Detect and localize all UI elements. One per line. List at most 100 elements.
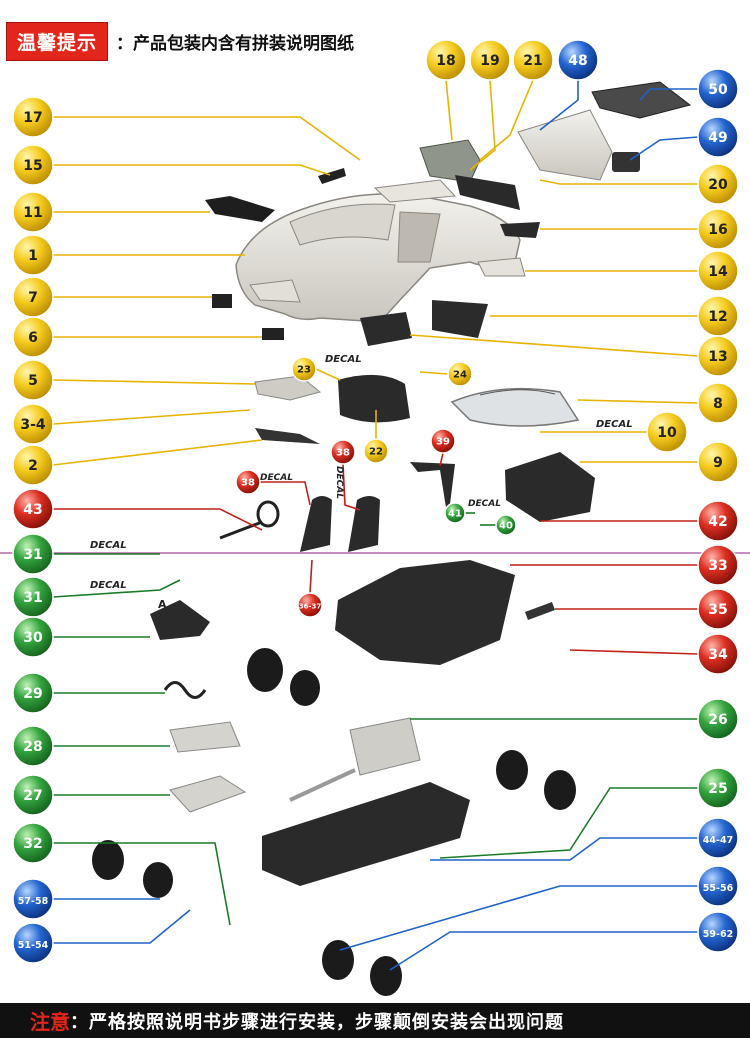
spring-29 bbox=[163, 681, 207, 699]
callout-ball-41: 41 bbox=[444, 502, 466, 524]
steering-43 bbox=[219, 500, 280, 540]
callout-ball-29: 29 bbox=[12, 672, 54, 714]
callout-number: 35 bbox=[708, 602, 727, 618]
callout-ball-shape bbox=[697, 441, 739, 483]
callout-ball-22: 22 bbox=[363, 438, 389, 464]
intake-12-13 bbox=[360, 300, 488, 346]
callout-ball-shape bbox=[697, 633, 739, 675]
callout-number: 39 bbox=[436, 437, 450, 448]
callout-ball-12: 12 bbox=[697, 295, 739, 337]
header-text: ：产品包装内含有拼装说明图纸 bbox=[116, 33, 355, 54]
callout-ball-shape bbox=[697, 500, 739, 542]
callout-leader-line bbox=[439, 787, 698, 859]
callout-number: 18 bbox=[436, 53, 455, 69]
headlight-7 bbox=[212, 294, 232, 308]
callout-ball-shape bbox=[697, 865, 739, 907]
wheels bbox=[92, 648, 576, 996]
seats bbox=[300, 496, 380, 552]
callout-leader-line bbox=[342, 463, 361, 511]
callout-number: 11 bbox=[23, 205, 42, 221]
front-lip-6 bbox=[262, 328, 284, 340]
callout-ball-33: 33 bbox=[697, 544, 739, 586]
decal-label: DECAL bbox=[260, 473, 293, 483]
callout-ball-shape bbox=[12, 774, 54, 816]
callout-number: 16 bbox=[708, 222, 727, 238]
decal-label: DECAL bbox=[325, 354, 362, 365]
mirror-11 bbox=[205, 196, 275, 222]
callout-ball-shape bbox=[495, 514, 517, 536]
callout-number: 10 bbox=[657, 425, 677, 441]
callout-leader-line bbox=[53, 508, 263, 531]
callout-ball-25: 25 bbox=[697, 767, 739, 809]
header-tag: 温馨提示 bbox=[6, 21, 109, 61]
callout-ball-shape bbox=[697, 250, 739, 292]
callout-number: 44-47 bbox=[703, 835, 733, 846]
callout-ball-11: 11 bbox=[12, 191, 54, 233]
roof-vent-part bbox=[419, 139, 481, 183]
callout-ball-shape bbox=[697, 767, 739, 809]
callout-ball-shape bbox=[697, 208, 739, 250]
callout-leader-line bbox=[53, 116, 361, 161]
callout-ball-9: 9 bbox=[697, 441, 739, 483]
callout-number: 48 bbox=[568, 53, 587, 69]
callout-number: 34 bbox=[708, 647, 728, 663]
callout-number: 12 bbox=[708, 309, 727, 325]
callout-ball-6: 6 bbox=[12, 316, 54, 358]
callout-ball-21: 21 bbox=[512, 39, 554, 81]
callout-leader-line bbox=[52, 379, 256, 385]
callout-ball-shape bbox=[697, 163, 739, 205]
callout-number: 13 bbox=[708, 349, 727, 365]
callout-ball-7: 7 bbox=[12, 276, 54, 318]
callout-number: 41 bbox=[448, 509, 462, 520]
callout-ball-shape bbox=[235, 469, 261, 495]
callout-ball-43: 43 bbox=[12, 488, 54, 530]
callout-number: 7 bbox=[28, 290, 38, 306]
callout-leaders bbox=[52, 79, 699, 971]
callout-ball-shape bbox=[12, 672, 54, 714]
callout-ball-2: 2 bbox=[12, 444, 54, 486]
callout-ball-shape bbox=[12, 316, 54, 358]
callout-ball-shape bbox=[12, 922, 54, 964]
callout-ball-26: 26 bbox=[697, 698, 739, 740]
callout-leader-line bbox=[53, 909, 191, 944]
callout-number: 49 bbox=[708, 130, 727, 146]
decal-label: DECAL bbox=[468, 499, 501, 509]
decal-label: DECAL bbox=[90, 540, 127, 551]
callout-number: 14 bbox=[708, 264, 728, 280]
callout-ball-shape bbox=[12, 533, 54, 575]
callout-ball-38: 38 bbox=[330, 439, 356, 465]
callout-leader-line bbox=[52, 409, 251, 425]
callout-number: 51-54 bbox=[18, 940, 49, 951]
callout-ball-38: 38 bbox=[235, 469, 261, 495]
callout-leader-line bbox=[315, 368, 341, 381]
callout-number: 38 bbox=[336, 448, 350, 459]
callout-ball-57-58: 57-58 bbox=[12, 878, 54, 920]
decal-label: DECAL bbox=[596, 419, 633, 430]
callout-ball-8: 8 bbox=[697, 382, 739, 424]
side-skirt-14 bbox=[477, 257, 526, 277]
callout-number: 1 bbox=[28, 248, 38, 264]
callout-leader-line bbox=[439, 452, 444, 467]
callout-ball-shape bbox=[12, 96, 54, 138]
callout-ball-16: 16 bbox=[697, 208, 739, 250]
callout-ball-shape bbox=[12, 403, 54, 445]
callout-ball-shape bbox=[291, 356, 317, 382]
callout-number: 20 bbox=[708, 177, 728, 193]
callout-ball-shape bbox=[12, 144, 54, 186]
callout-number: 19 bbox=[480, 53, 499, 69]
callout-number: 23 bbox=[297, 365, 311, 376]
callout-leader-line bbox=[539, 80, 579, 131]
callout-ball-10: 10 bbox=[646, 411, 688, 453]
callout-ball-shape bbox=[557, 39, 599, 81]
callout-leader-line bbox=[479, 79, 534, 161]
callout-leader-line bbox=[430, 837, 698, 861]
callout-leader-line bbox=[569, 649, 699, 655]
callout-number: 36-37 bbox=[299, 603, 322, 611]
callout-number: 42 bbox=[708, 514, 727, 530]
dashboard-22 bbox=[338, 374, 410, 423]
chassis-25 bbox=[262, 782, 470, 886]
callout-number: 3-4 bbox=[20, 417, 46, 433]
callout-leader-line bbox=[309, 559, 313, 594]
